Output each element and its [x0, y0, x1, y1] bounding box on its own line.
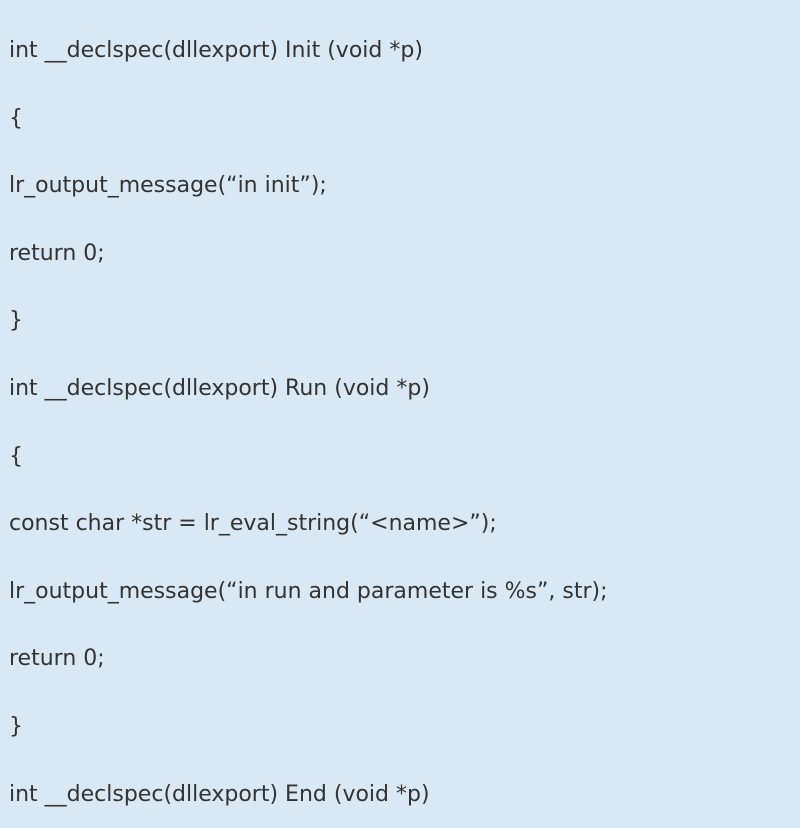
- code-line: {: [9, 105, 23, 131]
- code-line: lr_output_message(“in init”);: [9, 173, 327, 199]
- code-line: int __declspec(dllexport) Run (void *p): [9, 375, 430, 401]
- code-line: int __declspec(dllexport) Init (void *p): [9, 38, 423, 63]
- code-line: }: [9, 308, 23, 334]
- code-line: const char *str = lr_eval_string(“<name>…: [9, 511, 497, 537]
- code-line: lr_output_message(“in run and parameter …: [9, 578, 608, 604]
- code-line: int __declspec(dllexport) End (void *p): [9, 781, 430, 807]
- code-line: {: [9, 443, 23, 469]
- code-line: return 0;: [9, 646, 105, 672]
- code-line: return 0;: [9, 240, 105, 266]
- code-block: int __declspec(dllexport) Init (void *p)…: [9, 17, 608, 828]
- code-line: }: [9, 713, 23, 739]
